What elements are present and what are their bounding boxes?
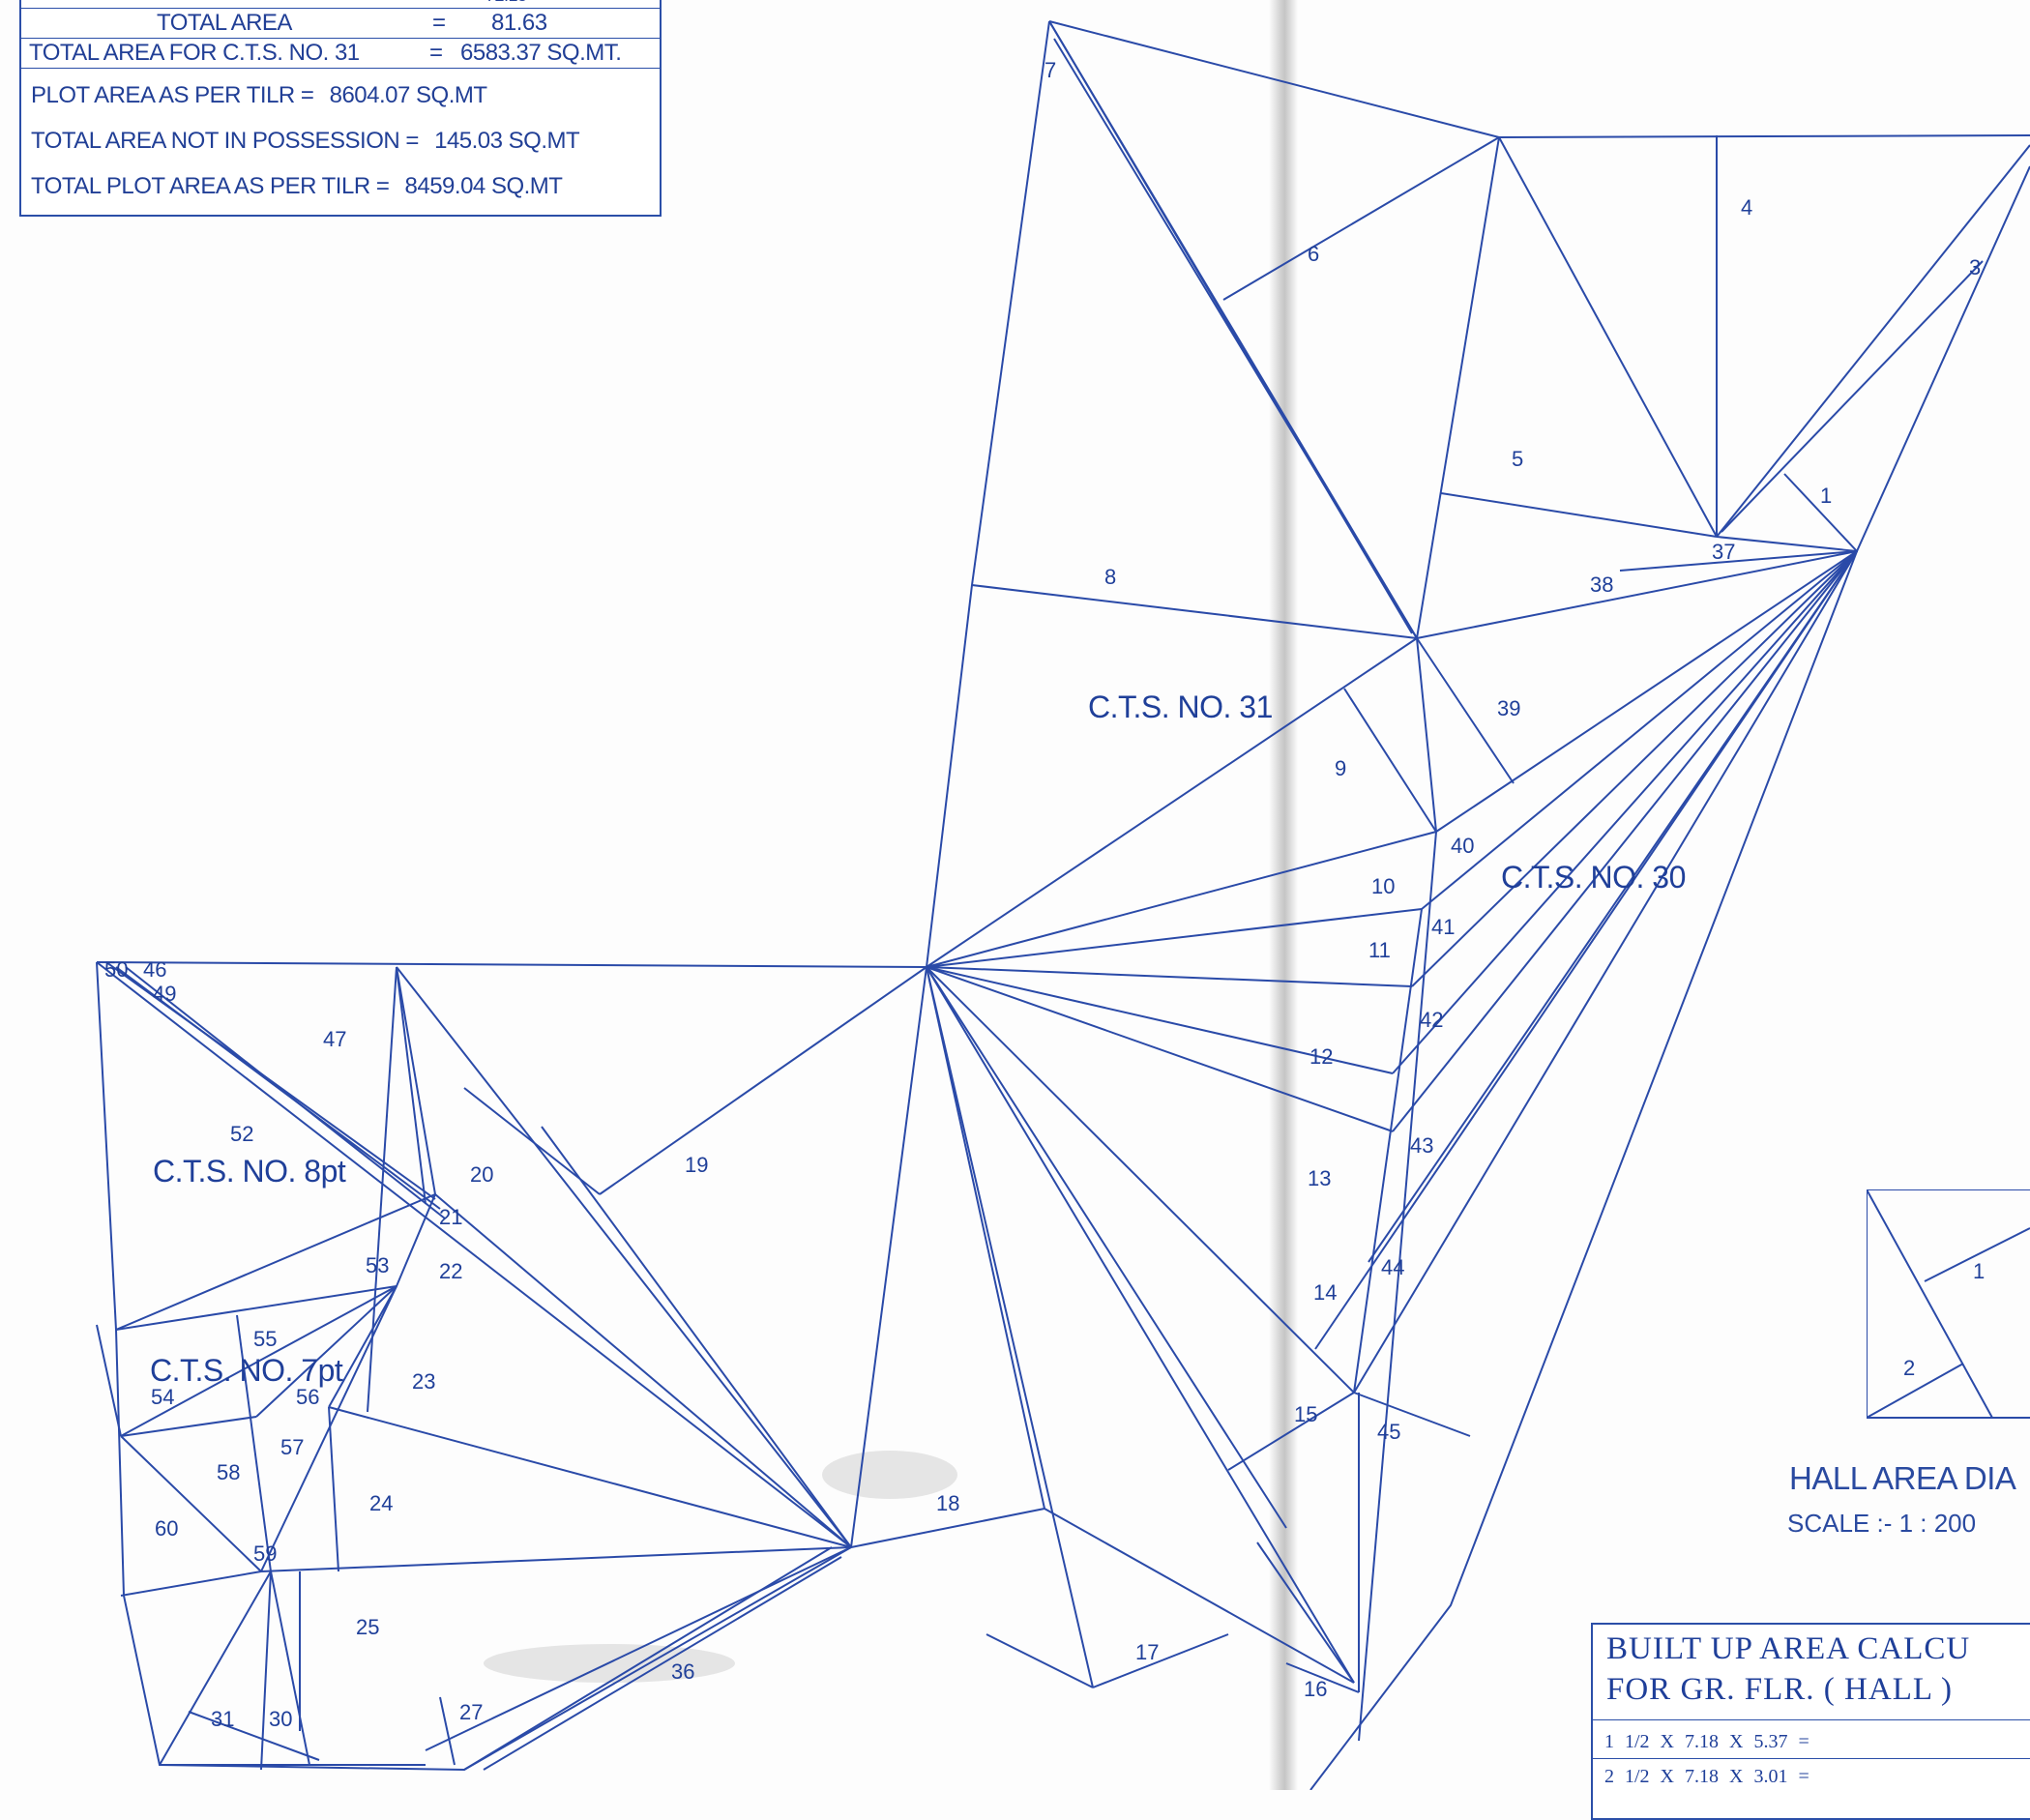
plan-lines [96,20,2030,1790]
not-in-possession-line: TOTAL AREA NOT IN POSSESSION = 145.03 SQ… [31,118,652,163]
triangle-label: 17 [1135,1640,1159,1664]
triangle-label: 50 [104,957,128,982]
triangle-label: 49 [153,982,176,1006]
area-table-row: TOTAL AREA FOR C.T.S. NO. 31 = 6583.37 S… [21,39,660,69]
calc-row-1: 1 1/2 X 7.18 X 5.37 = [1604,1731,1809,1752]
triangle-label: 4 [1741,195,1752,220]
triangle-label: 20 [470,1162,493,1187]
total-area-value: 81.63 [491,10,547,36]
triangle-label: 23 [412,1369,435,1394]
triangle-label: 18 [936,1491,959,1515]
triangle-label: 16 [1304,1677,1327,1701]
triangle-label: 57 [280,1435,304,1459]
triangle-label: 22 [439,1259,462,1283]
cts-31-label: C.T.S. NO. 31 [1088,690,1273,724]
plot-area-value: 8604.07 SQ.MT [329,82,487,108]
triangle-label: 42 [1420,1008,1443,1032]
triangle-label: 47 [323,1027,346,1051]
cts-7pt-label: C.T.S. NO. 7pt [150,1353,343,1388]
triangle-label: 52 [230,1122,253,1146]
area-table-row: TOTAL AREA = 81.63 [21,9,660,39]
triangle-label: 58 [217,1460,240,1484]
calc-row-2: 2 1/2 X 7.18 X 3.01 = [1604,1766,1809,1787]
triangle-label: 44 [1381,1255,1404,1279]
triangle-label: 24 [369,1491,393,1515]
triangle-label: 30 [269,1707,292,1731]
total-plot-label: TOTAL PLOT AREA AS PER TILR = [31,173,390,199]
paper-smudge [822,1451,957,1499]
built-up-area-table: BUILT UP AREA CALCU FOR GR. FLR. ( HALL … [1591,1623,2030,1820]
hall-area-diagram: 1 2 [1866,1189,2030,1422]
triangle-label: 10 [1371,874,1395,898]
hall-label-2: 2 [1903,1356,1915,1380]
triangle-label: 56 [296,1385,319,1409]
total-area-label: TOTAL AREA [157,10,292,36]
triangle-label: 27 [459,1700,483,1724]
triangle-label: 43 [1410,1133,1433,1158]
triangle-label: 45 [1377,1420,1400,1444]
triangle-label: 54 [151,1385,174,1409]
triangle-label: 53 [366,1253,389,1277]
triangle-label: 15 [1294,1402,1317,1426]
triangle-label: 60 [155,1516,178,1541]
not-in-possession-value: 145.03 SQ.MT [434,128,580,154]
area-table-row: 72.13 [21,0,660,9]
plot-area-block: PLOT AREA AS PER TILR = 8604.07 SQ.MT TO… [21,69,660,215]
triangle-label: 3 [1969,255,1981,279]
total-area-cts-label: TOTAL AREA FOR C.T.S. NO. 31 [29,40,360,66]
triangle-label: 37 [1712,540,1735,564]
triangle-label: 38 [1590,572,1613,597]
plot-area-line: PLOT AREA AS PER TILR = 8604.07 SQ.MT [31,73,652,118]
triangle-label: 19 [685,1153,708,1177]
triangle-label: 21 [439,1205,462,1229]
cts-8pt-label: C.T.S. NO. 8pt [153,1154,346,1189]
paper-fold-mark [1269,0,1298,1790]
not-in-possession-label: TOTAL AREA NOT IN POSSESSION = [31,128,419,154]
triangle-label: 40 [1451,834,1474,858]
table-divider [1593,1719,2030,1720]
area-summary-table: 72.13 TOTAL AREA = 81.63 TOTAL AREA FOR … [19,0,662,217]
hall-label-1: 1 [1973,1259,1985,1283]
triangle-label: 55 [253,1327,277,1351]
triangle-label: 12 [1309,1044,1333,1069]
triangle-label: 8 [1104,565,1116,589]
total-plot-line: TOTAL PLOT AREA AS PER TILR = 8459.04 SQ… [31,163,652,209]
total-area-cts-equals: = [429,40,443,66]
triangle-label: 1 [1820,484,1832,508]
total-plot-value: 8459.04 SQ.MT [404,173,563,199]
plot-area-label: PLOT AREA AS PER TILR = [31,82,314,108]
total-area-cts-value: 6583.37 SQ.MT. [460,40,622,66]
triangle-label: 6 [1308,242,1319,266]
triangle-label: 39 [1497,696,1520,720]
total-area-equals: = [432,10,446,36]
stub-value: 72.13 [485,0,527,10]
triangle-label: 46 [143,957,166,982]
triangle-label: 7 [1044,58,1056,82]
triangle-number-labels: 1 3 4 5 6 7 8 9 10 11 12 13 14 15 16 17 … [104,58,1981,1731]
built-up-heading-2: FOR GR. FLR. ( HALL ) [1606,1672,1954,1707]
hall-diagram-drawing: 1 2 [1866,1189,2030,1419]
triangle-label: 9 [1335,756,1346,780]
cts-30-label: C.T.S. NO. 30 [1501,860,1686,895]
triangle-label: 13 [1308,1166,1331,1190]
triangle-label: 11 [1368,938,1391,962]
table-divider [1593,1758,2030,1759]
built-up-heading-1: BUILT UP AREA CALCU [1606,1631,1971,1666]
hall-diagram-title: HALL AREA DIA [1789,1460,2016,1496]
triangle-label: 59 [253,1541,277,1566]
triangle-label: 14 [1313,1280,1337,1305]
triangle-label: 31 [211,1707,234,1731]
triangle-label: 25 [356,1615,379,1639]
triangle-label: 36 [671,1659,694,1684]
triangle-label: 5 [1512,447,1523,471]
triangle-label: 41 [1431,915,1455,939]
hall-diagram-scale: SCALE :- 1 : 200 [1787,1509,1977,1538]
